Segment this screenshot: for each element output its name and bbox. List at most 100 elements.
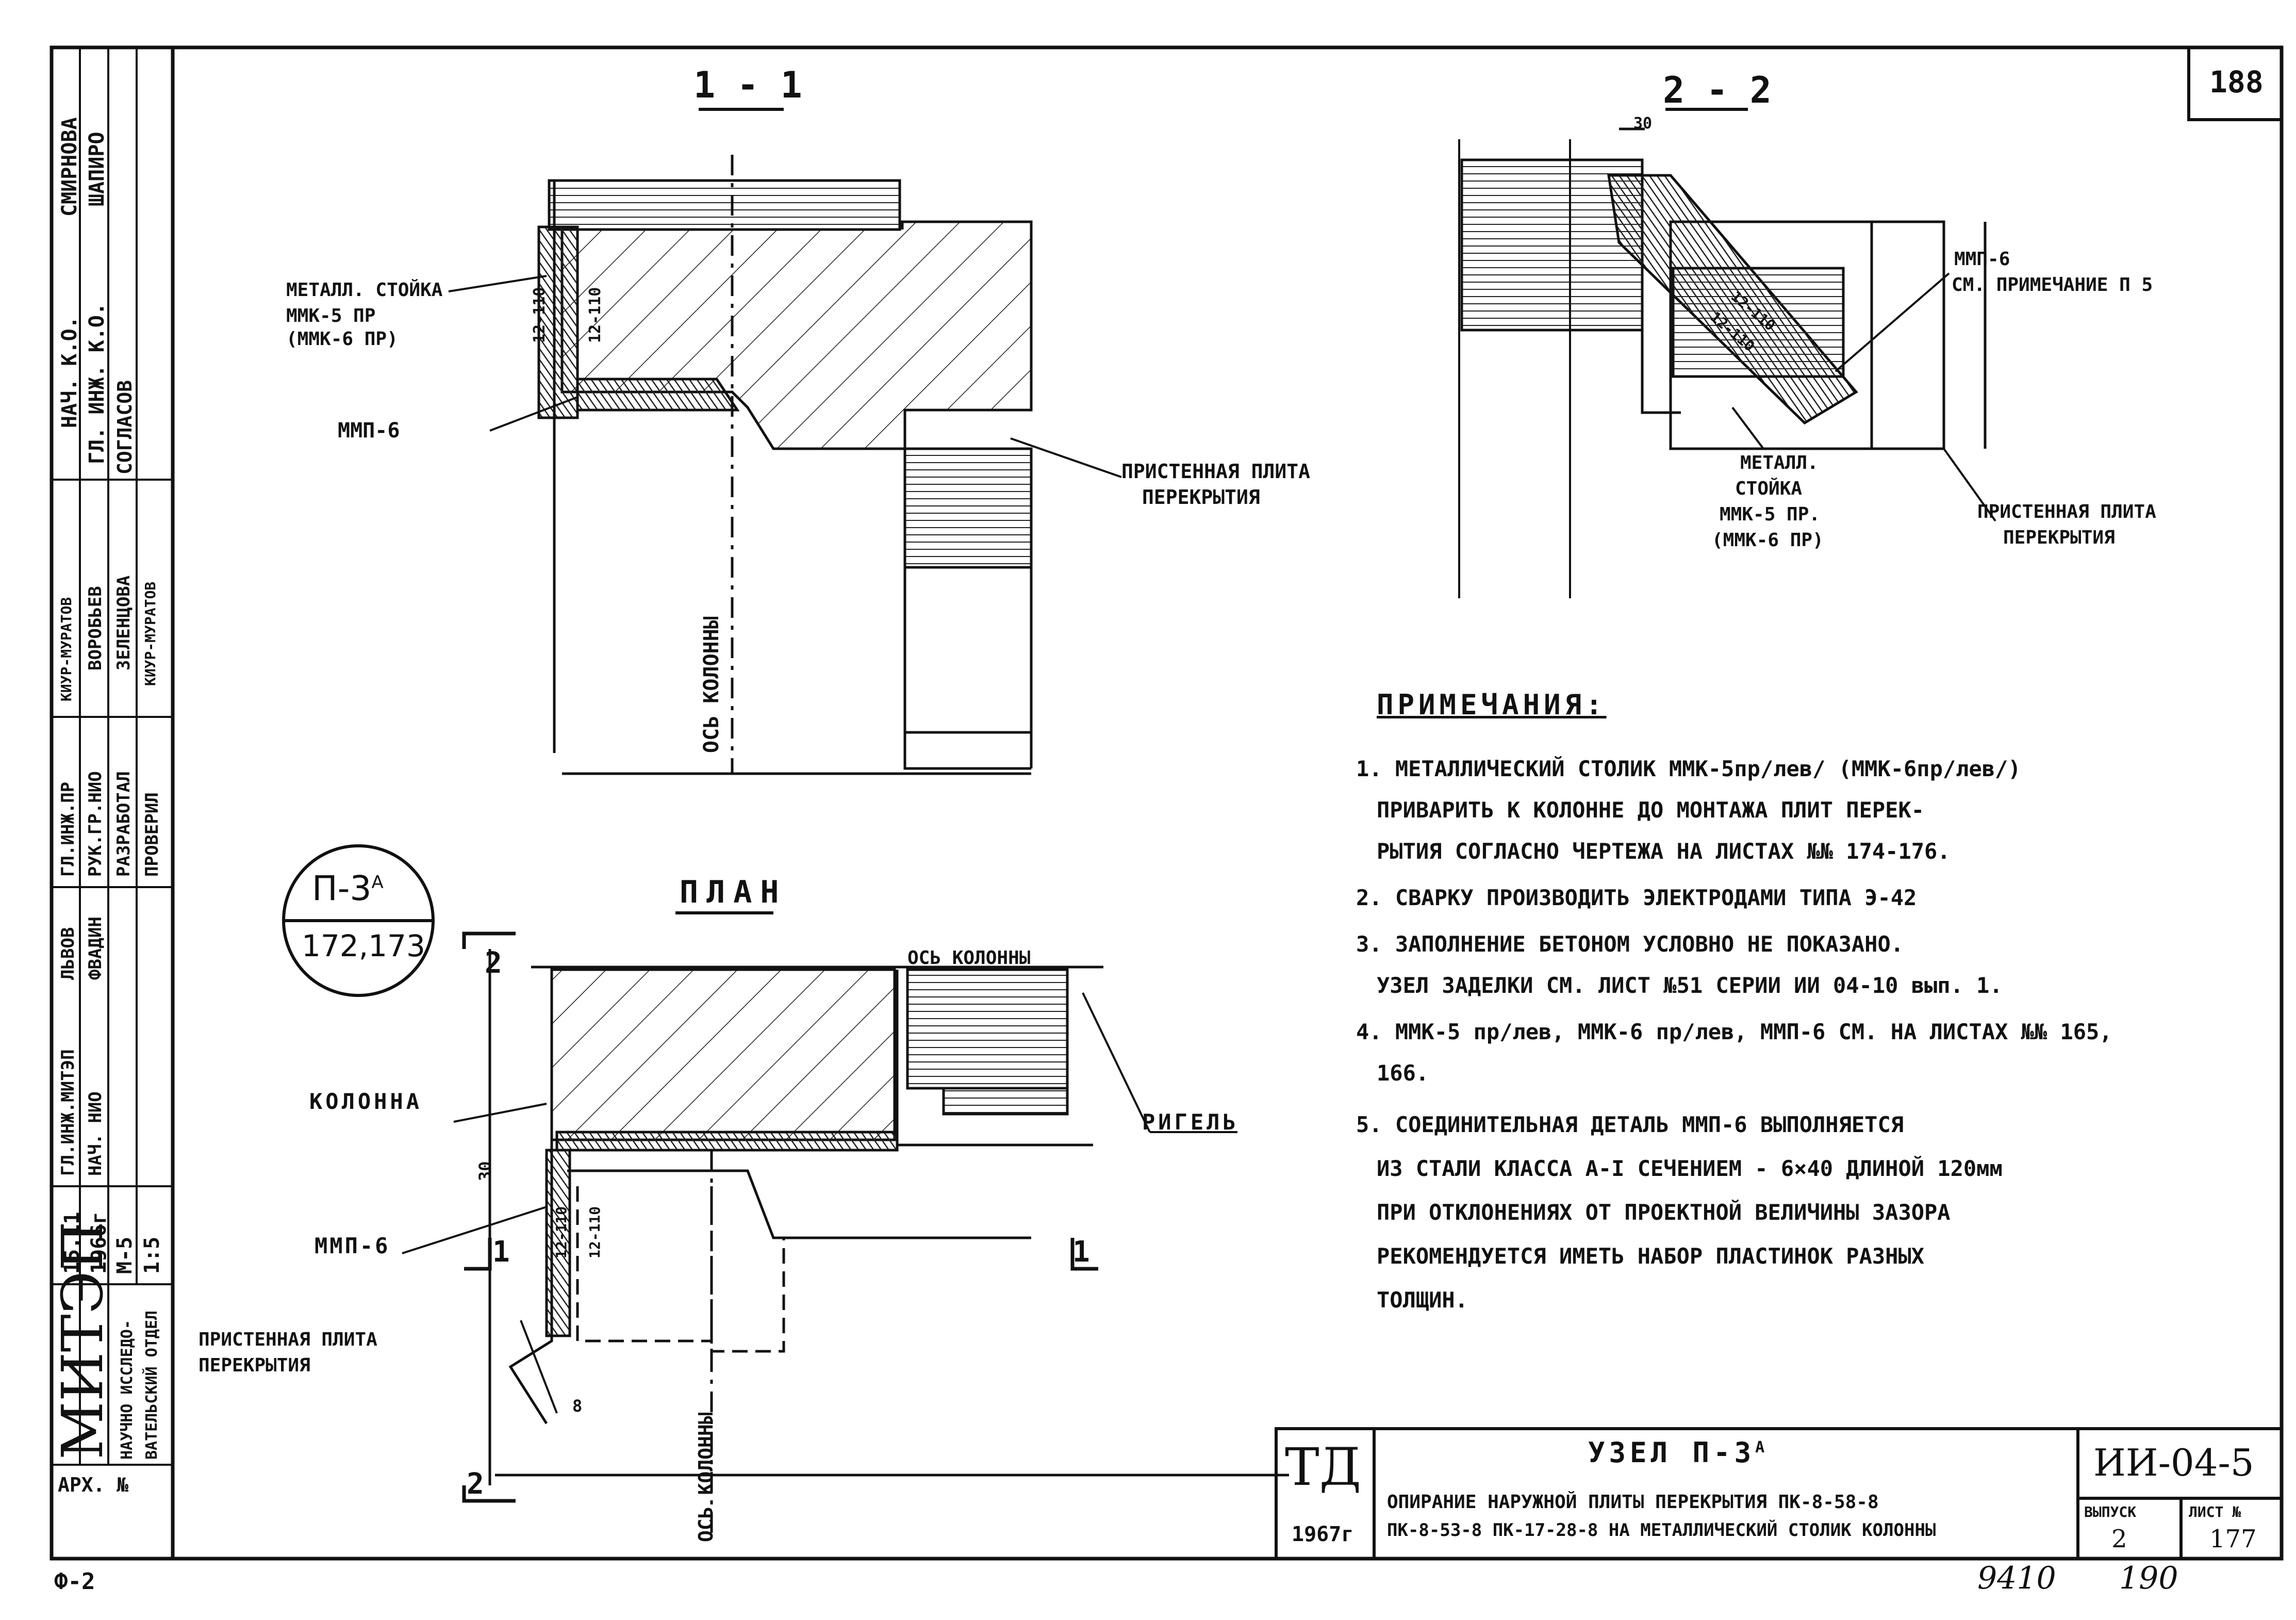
section-2-2-leaders	[1731, 272, 1996, 522]
section-2-2-dim-30: 30	[1633, 114, 1653, 133]
sidebar-role-4: НАЧ. НИО	[85, 1091, 106, 1176]
title-block-issue-value: 2	[2111, 1525, 2127, 1553]
plan-axis-top: ОСЬ КОЛОННЫ	[907, 947, 1031, 969]
section-2-2-stoyka-label-2: СТОЙКА	[1735, 478, 1803, 499]
section-1-1-title: 1 - 1	[693, 64, 802, 106]
title-block-sheet-label: ЛИСТ №	[2189, 1503, 2241, 1520]
sidebar-org: МИТЭП	[49, 1221, 115, 1460]
node-marker-drawing	[282, 844, 435, 997]
title-block-td: ТД	[1285, 1437, 1361, 1497]
sidebar-name-6: ВОРОБЬЕВ	[85, 586, 106, 670]
sidebar-scale-1: М-5	[113, 1236, 137, 1274]
note-line-4: 2. СВАРКУ ПРОИЗВОДИТЬ ЭЛЕКТРОДАМИ ТИПА Э…	[1356, 885, 1917, 910]
section-1-1-stoyka-label-1: МЕТАЛЛ. СТОЙКА	[286, 280, 443, 301]
section-1-1-axis: ОСЬ КОЛОННЫ	[700, 616, 723, 753]
section-2-2-stoyka-label-4: (ММК-6 ПР)	[1712, 530, 1824, 551]
title-block-series: ИИ-04-5	[2093, 1441, 2254, 1484]
note-line-3: РЫТИЯ СОГЛАСНО ЧЕРТЕЖА НА ЛИСТАХ №№ 174-…	[1377, 839, 1951, 864]
note-line-6: УЗЕЛ ЗАДЕЛКИ СМ. ЛИСТ №51 СЕРИИ ИИ 04-10…	[1377, 973, 2003, 998]
plan-title: ПЛАН	[680, 874, 787, 910]
note-line-5: 3. ЗАПОЛНЕНИЕ БЕТОНОМ УСЛОВНО НЕ ПОКАЗАН…	[1356, 931, 1904, 957]
sidebar-name-7: ЗЕЛЕНЦОВА	[113, 575, 134, 670]
sidebar-name-3: ЛЬВОВ	[58, 927, 78, 980]
page-number-box	[2187, 46, 2283, 121]
bottom-handwritten-right: 190	[2119, 1560, 2178, 1596]
title-block-desc-2: ПК-8-53-8 ПК-17-28-8 НА МЕТАЛЛИЧЕСКИЙ СТ…	[1387, 1520, 1936, 1541]
note-line-13: ТОЛЩИН.	[1377, 1287, 1468, 1313]
title-block-grid	[1275, 1427, 2283, 1560]
sidebar-agreed: СОГЛАСОВ	[113, 380, 136, 474]
note-line-1: 1. МЕТАЛЛИЧЕСКИЙ СТОЛИК ММК-5пр/лев/ (ММ…	[1356, 756, 2021, 781]
plan-axis-bottom: ОСЬ КОЛОННЫ	[695, 1412, 717, 1542]
plan-plate-label-2: ПЕРЕКРЫТИЯ	[199, 1355, 310, 1376]
sidebar-name-4: ФВАДИН	[85, 917, 106, 980]
sidebar-role-8: ПРОВЕРИЛ	[142, 792, 162, 877]
sidebar-grid	[52, 47, 173, 1466]
sidebar-role-3: ГЛ.ИНЖ.МИТЭП	[58, 1049, 78, 1176]
section-1-1-mmp-label: ММП-6	[338, 419, 400, 443]
plan-column-label: КОЛОННА	[309, 1089, 423, 1114]
section-1-1-dim-b: 12-110	[586, 287, 604, 343]
notes-heading: ПРИМЕЧАНИЯ:	[1377, 689, 1607, 721]
sidebar-scale-2: 1:5	[140, 1236, 164, 1274]
section-2-2-stoyka-label-3: ММК-5 ПР.	[1720, 504, 1821, 525]
plan-dim-a: 12-110	[553, 1206, 570, 1258]
section-2-2-mmp-label-2: СМ. ПРИМЕЧАНИЕ П 5	[1952, 274, 2153, 296]
bottom-handwritten-left: 9410	[1977, 1560, 2056, 1596]
plan-mmp-label: ММП-6	[315, 1233, 390, 1258]
section-2-2-stoyka-label-1: МЕТАЛЛ.	[1740, 452, 1819, 473]
page-number: 188	[2209, 64, 2264, 100]
plan-dim-8: 8	[572, 1396, 583, 1416]
title-block-node: УЗЕЛ П-3А	[1588, 1436, 1769, 1469]
title-block-desc-1: ОПИРАНИЕ НАРУЖНОЙ ПЛИТЫ ПЕРЕКРЫТИЯ ПК-8-…	[1387, 1492, 1879, 1513]
node-marker-bottom: 172,173	[302, 928, 425, 963]
sidebar-role-2: ГЛ. ИНЖ. К.О.	[85, 302, 109, 464]
sidebar-name-2: ШАПИРО	[85, 132, 109, 207]
sidebar-org-sub-1: НАУЧНО ИССЛЕДО-	[118, 1320, 136, 1460]
note-line-11: ПРИ ОТКЛОНЕНИЯХ ОТ ПРОЕКТНОЙ ВЕЛИЧИНЫ ЗА…	[1377, 1200, 1951, 1225]
sidebar-name-5: КИУР-МУРАТОВ	[58, 597, 75, 701]
section-1-1-dim-a: 12-110	[531, 287, 549, 343]
sidebar-arch-no: АРХ. №	[58, 1474, 129, 1496]
plan-cut-2-bottom: 2	[467, 1467, 484, 1501]
plan-plate-label-1: ПРИСТЕННАЯ ПЛИТА	[199, 1329, 377, 1350]
plan-dim-b: 12-110	[586, 1206, 603, 1258]
sidebar-role-1: НАЧ. К.О.	[58, 316, 81, 428]
sidebar-name-1: СМИРНОВА	[58, 117, 81, 217]
plan-leaders	[402, 992, 1237, 1414]
note-line-2: ПРИВАРИТЬ К КОЛОННЕ ДО МОНТАЖА ПЛИТ ПЕРЕ…	[1377, 797, 1925, 823]
section-1-1-stoyka-label-2: ММК-5 ПР	[286, 305, 376, 326]
plan-cut-1-left: 1	[492, 1235, 510, 1269]
bottom-left-code: Ф-2	[54, 1568, 95, 1595]
note-line-9: 5. СОЕДИНИТЕЛЬНАЯ ДЕТАЛЬ ММП-6 ВЫПОЛНЯЕТ…	[1356, 1112, 1904, 1137]
title-block-issue-label: ВЫПУСК	[2084, 1503, 2137, 1520]
plan-cut-2-top: 2	[485, 946, 502, 980]
plan-cut-markers	[462, 931, 1098, 1503]
sidebar-org-sub-2: ВАТЕЛЬСКИЙ ОТДЕЛ	[143, 1311, 161, 1460]
section-2-2-mmp-label-1: ММП-6	[1954, 249, 2010, 270]
plan-dim-30: 30	[475, 1161, 495, 1181]
node-marker-top: П-3А	[312, 869, 384, 908]
title-block-year: 1967г	[1292, 1523, 1354, 1546]
plan-drawing	[488, 911, 1289, 1537]
title-block-sheet-value: 177	[2209, 1525, 2257, 1553]
note-line-7: 4. ММК-5 пр/лев, ММК-6 пр/лев, ММП-6 СМ.…	[1356, 1019, 2112, 1044]
section-2-2-title: 2 - 2	[1663, 69, 1772, 111]
section-1-1-stoyka-label-3: (ММК-6 ПР)	[286, 329, 398, 350]
section-2-2-drawing	[1458, 108, 1987, 598]
note-line-8: 166.	[1377, 1060, 1429, 1086]
outer-frame	[49, 45, 2284, 1561]
plan-rigel-label: РИГЕЛЬ	[1142, 1109, 1239, 1135]
note-line-10: ИЗ СТАЛИ КЛАССА А-I СЕЧЕНИЕМ - 6×40 ДЛИН…	[1377, 1156, 2003, 1181]
section-1-1-drawing	[537, 108, 1033, 775]
sidebar-role-5: ГЛ.ИНЖ.ПР	[58, 781, 78, 877]
section-1-1-plate-label-2: ПЕРЕКРЫТИЯ	[1142, 486, 1260, 509]
section-2-2-plate-label-1: ПРИСТЕННАЯ ПЛИТА	[1977, 501, 2156, 522]
sidebar-name-8: КИУР-МУРАТОВ	[142, 581, 159, 686]
sidebar-role-7: РАЗРАБОТАЛ	[113, 771, 134, 877]
section-1-1-plate-label-1: ПРИСТЕННАЯ ПЛИТА	[1121, 460, 1311, 483]
note-line-12: РЕКОМЕНДУЕТСЯ ИМЕТЬ НАБОР ПЛАСТИНОК РАЗН…	[1377, 1243, 1925, 1269]
sidebar-role-6: РУК.ГР.НИО	[85, 771, 106, 877]
plan-cut-1-right: 1	[1072, 1235, 1090, 1269]
